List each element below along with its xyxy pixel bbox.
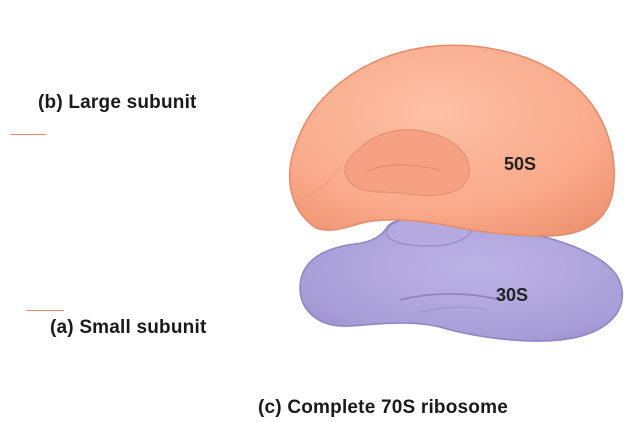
large-subunit-50s xyxy=(290,45,615,236)
label-complete-ribosome: (c) Complete 70S ribosome xyxy=(258,397,508,419)
label-text-complete: Complete 70S ribosome xyxy=(287,397,508,418)
label-letter-a: (a) xyxy=(50,317,74,338)
label-small-subunit: (a) Small subunit xyxy=(50,317,206,339)
label-text-small: Small subunit xyxy=(79,317,206,338)
label-text-large: Large subunit xyxy=(68,92,196,113)
label-large-subunit: (b) Large subunit xyxy=(38,92,197,114)
label-letter-c: (c) xyxy=(258,397,282,418)
label-tick-large xyxy=(10,134,46,135)
small-subunit-30s xyxy=(300,217,622,341)
subunit-label-30s: 30S xyxy=(496,285,528,306)
label-tick-small xyxy=(26,310,64,311)
label-letter-b: (b) xyxy=(38,92,63,113)
subunit-label-50s: 50S xyxy=(504,154,536,175)
